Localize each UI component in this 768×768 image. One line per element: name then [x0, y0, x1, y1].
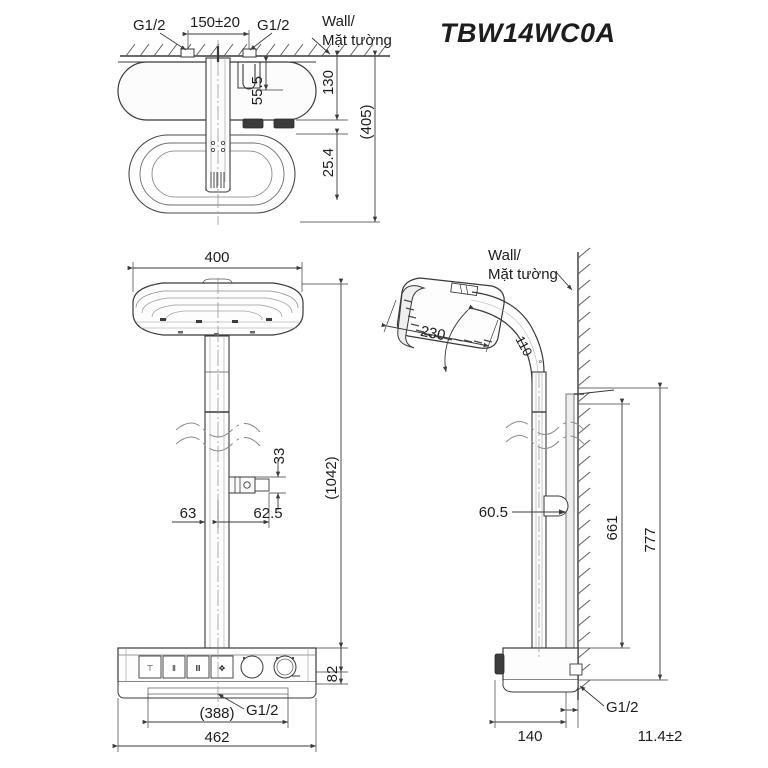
leader-g12-bottom [217, 693, 245, 710]
leader-g12-left [159, 32, 187, 51]
dim-82: 82 [324, 666, 341, 683]
dim-625: 62.5 [253, 505, 282, 522]
dim-110-degree-sign: ° [533, 359, 544, 367]
inlet-right-fitting [242, 48, 257, 58]
angle-arc-110 [442, 304, 474, 373]
dim-405: (405) [358, 104, 375, 139]
knob-mark-a [242, 656, 246, 660]
control-knob-mark-1 [242, 118, 264, 129]
dim-114: 11.4±2 [638, 728, 683, 745]
dim-130: 130 [320, 70, 337, 95]
side-wall-hatch [577, 247, 591, 691]
dim-388: (388) [199, 705, 234, 722]
riser-plan-grille [210, 172, 225, 188]
hook-detail-plan [242, 64, 256, 90]
leader-g12-side [579, 685, 605, 707]
riser-plan-holes [210, 140, 225, 152]
front-view: ⊤ Ⅱ Ⅲ ✥ [112, 262, 348, 752]
dim-777: 777 [642, 527, 659, 552]
riser-front [204, 335, 230, 649]
label-g12-top-right: G1/2 [257, 17, 290, 34]
preset-buttons-front[interactable]: ⊤ Ⅱ Ⅲ ✥ [138, 655, 234, 679]
label-wall-en-top: Wall/ [322, 13, 356, 30]
valve-body-front: ⊤ Ⅱ Ⅲ ✥ [117, 647, 317, 699]
inlet-left-fitting [180, 48, 195, 58]
leader-g12-right [249, 32, 273, 51]
preset-icon-2: Ⅱ [172, 664, 176, 673]
dim-400: 400 [204, 249, 229, 266]
dim-230: 230 [419, 323, 447, 344]
valve-body-side [494, 647, 583, 693]
flow-control-knob[interactable] [240, 655, 264, 679]
side-view [381, 247, 668, 728]
dim-63: 63 [180, 505, 197, 522]
page-title: TBW14WC0A [440, 18, 616, 48]
label-wall-vi-side: Mặt tường [488, 266, 558, 283]
dim-605: 60.5 [479, 504, 508, 521]
control-knob-mark-2 [273, 118, 295, 129]
top-view [117, 30, 390, 225]
dim-150: 150±20 [190, 14, 240, 31]
hand-shower-bracket-front [228, 476, 270, 494]
dim-661: 661 [604, 515, 621, 540]
side-outlet-fitting [569, 663, 583, 676]
preset-button-2[interactable] [162, 655, 186, 679]
knob-mark-c [291, 656, 295, 660]
preset-button-3[interactable] [186, 655, 210, 679]
wall-rail-side [565, 393, 575, 649]
dim-140: 140 [517, 728, 542, 745]
dim-555: 55.5 [249, 76, 266, 105]
label-wall-en-side: Wall/ [488, 247, 522, 264]
label-g12-top-left: G1/2 [133, 17, 166, 34]
side-control-knob[interactable] [494, 653, 505, 675]
label-wall-vi-top: Mặt tường [322, 32, 392, 49]
preset-icon-1: ⊤ [147, 664, 154, 673]
label-g12-side: G1/2 [606, 699, 639, 716]
hook-box-plan [237, 61, 261, 89]
preset-icon-4: ✥ [219, 664, 226, 673]
dim-254: 25.4 [320, 148, 337, 177]
preset-icon-3: Ⅲ [195, 664, 201, 673]
temperature-knob-inner [276, 658, 294, 676]
valve-body-side-underside [502, 680, 579, 693]
shower-arm-side [469, 291, 545, 383]
dim-110-angle: 110 [512, 333, 535, 358]
label-g12-front: G1/2 [246, 702, 279, 719]
leader-wall-side [555, 271, 573, 291]
shower-head-connector [450, 282, 479, 297]
preset-button-1[interactable] [138, 655, 162, 679]
preset-button-4[interactable] [210, 655, 234, 679]
knob-mark-b [275, 656, 279, 660]
leader-wall-top [311, 37, 331, 55]
break-symbol-side [505, 421, 585, 449]
dim-33: 33 [271, 448, 288, 465]
hand-shower-holder-side [543, 495, 569, 517]
dim-1042: (1042) [323, 456, 340, 499]
dim-462: 462 [204, 729, 229, 746]
